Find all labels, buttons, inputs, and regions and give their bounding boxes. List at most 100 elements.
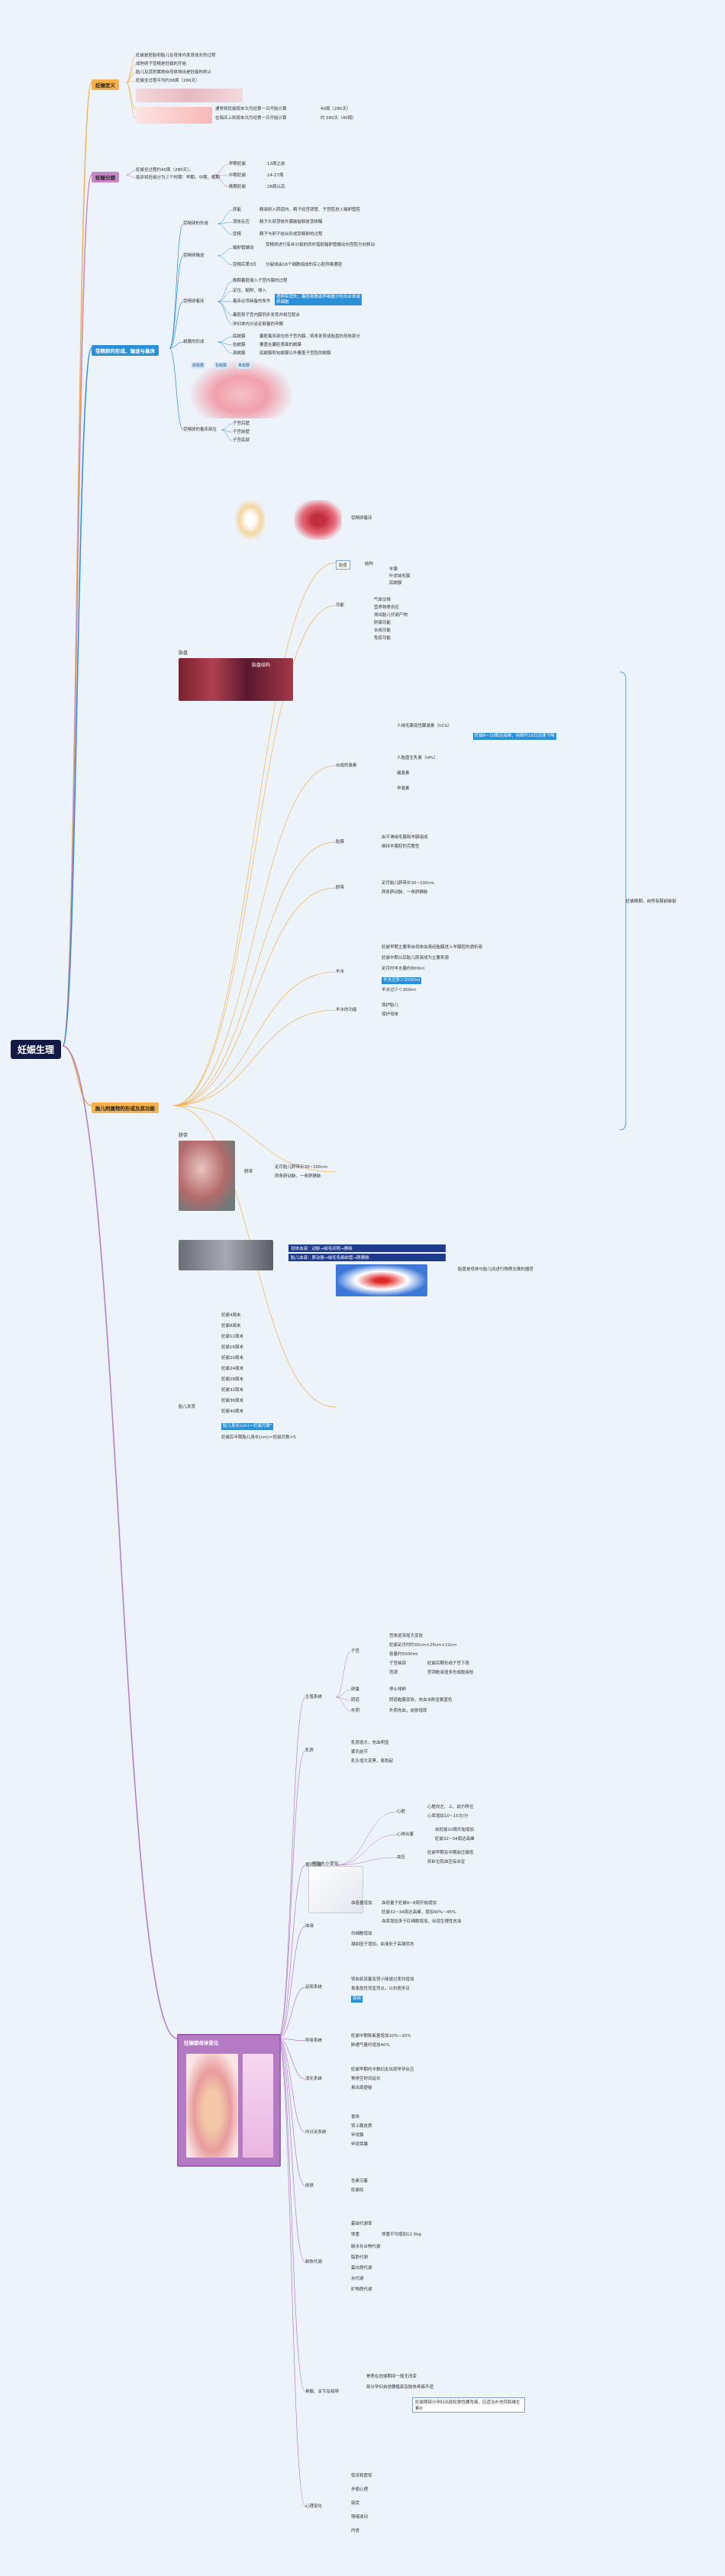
c1-r1: 通常将妊娠按末次月经第一日开始计算 xyxy=(215,107,287,111)
c5-resp-b: 肺通气量约增加40% xyxy=(351,2043,390,2048)
c4-p-func-f: 免疫功能 xyxy=(374,636,392,641)
c5-psy-a: 惊讶和震惊 xyxy=(351,2474,372,2478)
c5-meta-g: 水代谢 xyxy=(351,2277,364,2281)
c1-l4: 妊娠全过程平均约38周（266天） xyxy=(136,79,200,83)
c5-skel-highlight: 妊娠期部分孕妇出现松弛性腰背痛，应适当补充钙和维生素D xyxy=(412,2397,525,2413)
connector-line xyxy=(277,2038,306,2042)
connector-line xyxy=(335,1811,398,1866)
c1-r2: 40周（280天） xyxy=(321,107,351,111)
c4-blue-box-1: 母体血液：动脉→绒毛间隙→静脉 xyxy=(288,1244,446,1252)
connector-line xyxy=(169,223,184,349)
c5-dig: 消化系统 xyxy=(305,2077,323,2081)
c4-ub-a: 足月胎儿脐带长30~100cm xyxy=(382,881,434,886)
connector-line xyxy=(125,72,137,83)
c4-hcg: 人绒毛膜促性腺激素（hCG） xyxy=(397,724,453,728)
c5-breast: 乳房 xyxy=(305,1748,314,1753)
connector-line xyxy=(277,1696,306,2039)
c2-r3: 晚期妊娠 xyxy=(229,185,246,189)
c4-fd-calc: 妊娠后半期胎儿身长(cm)＝妊娠月数×5 xyxy=(221,1435,296,1440)
c3-g4c-t: 底蜕膜和包蜕膜以外覆盖子宫腔的蜕膜 xyxy=(259,351,331,356)
c3-g5c: 子宫底部 xyxy=(233,438,250,443)
c3-g2a: 输卵管蠕动 xyxy=(233,246,254,250)
c5-chart-label: 子宫大小变化 xyxy=(311,1861,340,1867)
c4-ub-b: 两条脐动脉、一条脐静脉 xyxy=(382,890,428,895)
c5-meta: 新陈代谢 xyxy=(305,2260,323,2264)
c3-g1a-t: 精液射入阴道内，精子经宫颈管、子宫腔进入输卵管腔 xyxy=(259,208,361,212)
c5-uterus-b: 妊娠足月时约35cm×25cm×22cm xyxy=(389,1643,457,1648)
c4-fetus-photo xyxy=(179,1240,273,1270)
c4-blue-box-2: 胎儿血液：脐动脉→绒毛毛细血管→脐静脉 xyxy=(288,1254,446,1261)
cat-periods[interactable]: 妊娠分期 xyxy=(92,172,119,182)
c4-p-func: 功能 xyxy=(336,603,345,608)
c4-umbilical: 脐带 xyxy=(336,886,345,890)
c4-fetal-membrane: 胎膜 xyxy=(336,840,345,844)
c5-vagina: 阴道 xyxy=(351,1698,360,1703)
c5-bp-b: 仰卧位低血压综合征 xyxy=(427,1860,466,1864)
c5-breast-a: 乳房增大，充血明显 xyxy=(351,1741,389,1745)
c5-meta-d: 碳水化合物代谢 xyxy=(351,2245,381,2249)
c5-blood-c: 妊娠32~34周达高峰，增加40%~45% xyxy=(382,1910,456,1915)
c4-af-func-a: 保护胎儿 xyxy=(382,1003,399,1008)
c4-placenta-box[interactable]: 胎盘 xyxy=(336,560,351,570)
c2-r2: 中期妊娠 xyxy=(229,173,246,178)
connector-line xyxy=(217,223,234,235)
c5-bp-a: 妊娠早期及中期血压偏低 xyxy=(427,1851,474,1855)
connector-line xyxy=(172,887,337,1106)
c3-g3a: 晚期囊胚侵入子宫内膜的过程 xyxy=(233,279,288,283)
c3-g4c: 真蜕膜 xyxy=(233,351,246,356)
c5-endo-b: 肾上腺皮质 xyxy=(351,2124,372,2129)
c5-meta-b: 体重 xyxy=(351,2232,360,2237)
c5-uterus-e: 妊娠后期形成子宫下段 xyxy=(427,1661,470,1666)
c3-tag-c: 真蜕膜 xyxy=(237,362,252,369)
c5-circ: 循环系统 xyxy=(305,1863,323,1867)
c5-blood: 血液 xyxy=(305,1924,314,1929)
connector-line xyxy=(335,1857,398,1866)
c4-estrogen: 雌激素 xyxy=(397,771,410,776)
cat-fertilization[interactable]: 受精卵的形成、输送与着床 xyxy=(92,345,159,356)
connector-line xyxy=(172,841,337,1106)
connector-line xyxy=(277,2038,306,2393)
c4-p-struct-c: 底蜕膜 xyxy=(389,581,402,586)
c5-psy-e: 内省 xyxy=(351,2529,360,2533)
c5-vulva-a: 外阴充血，皮肤增厚 xyxy=(389,1709,427,1713)
connector-line xyxy=(172,765,337,1106)
connector-line xyxy=(217,301,234,325)
c4-af-func: 羊水的功能 xyxy=(336,1008,357,1012)
c4-af-a: 妊娠早期主要来自母体血清经胎膜进入羊膜腔的透析液 xyxy=(382,945,483,950)
c5-endo-c: 甲状腺 xyxy=(351,2133,364,2138)
c5-psy-b: 矛盾心理 xyxy=(351,2487,369,2492)
c5-ovary-a: 停止排卵 xyxy=(389,1687,407,1692)
connector-line xyxy=(277,2038,306,2187)
c4-p-struct-a: 羊膜 xyxy=(389,567,398,572)
c4-p-func-a: 气体交换 xyxy=(374,598,392,602)
c3-g2a-t: 受精卵进行有丝分裂的同时借助输卵管蠕动向宫腔方向移动 xyxy=(266,243,375,247)
cat-appendages[interactable]: 胎儿附属物的形成及其功能 xyxy=(92,1102,159,1113)
connector-line xyxy=(169,255,184,349)
c1-r4: 约 280天（40周） xyxy=(321,116,356,121)
c3-implant-image-2 xyxy=(295,500,342,540)
connector-line xyxy=(213,174,230,188)
c3-uterus-diagram xyxy=(188,359,295,418)
c2-r1: 早期妊娠 xyxy=(229,162,246,166)
cat-maternal-changes[interactable]: 妊娠期母体变化 xyxy=(180,2037,223,2048)
cat-definition[interactable]: 妊娠定义 xyxy=(92,79,119,90)
connector-line xyxy=(125,169,137,176)
c5-uri-a: 肾血浆流量及肾小球滤过率均增加 xyxy=(351,1977,414,1982)
connector-line xyxy=(217,255,234,266)
c5-skin-b: 妊娠纹 xyxy=(351,2188,364,2193)
connector-line xyxy=(172,562,337,1106)
c4-circulation-diagram xyxy=(336,1264,427,1296)
connector-line xyxy=(277,2038,306,2080)
c4-p-func-b: 营养物质供应 xyxy=(374,605,400,610)
c5-heart-a: 心脏向左、上、前方移位 xyxy=(427,1805,474,1809)
c5-co-b: 妊娠32~34周达高峰 xyxy=(435,1837,475,1842)
connector-line xyxy=(217,290,234,302)
c5-blood-e: 白细胞增加 xyxy=(351,1932,372,1936)
c5-uri-b: 易患急性肾盂肾炎，以右侧多见 xyxy=(351,1987,411,1991)
c3-g3c: 着床必须具备的条件 xyxy=(233,299,271,304)
c4-ub-label: 脐带 xyxy=(244,1170,253,1174)
connector-line xyxy=(125,82,137,110)
c3-g3e: 孕妇体内分泌足够量的孕酮 xyxy=(233,322,284,327)
c5-heart: 心脏 xyxy=(397,1809,406,1814)
c5-breast-b: 蒙氏结节 xyxy=(351,1750,369,1754)
